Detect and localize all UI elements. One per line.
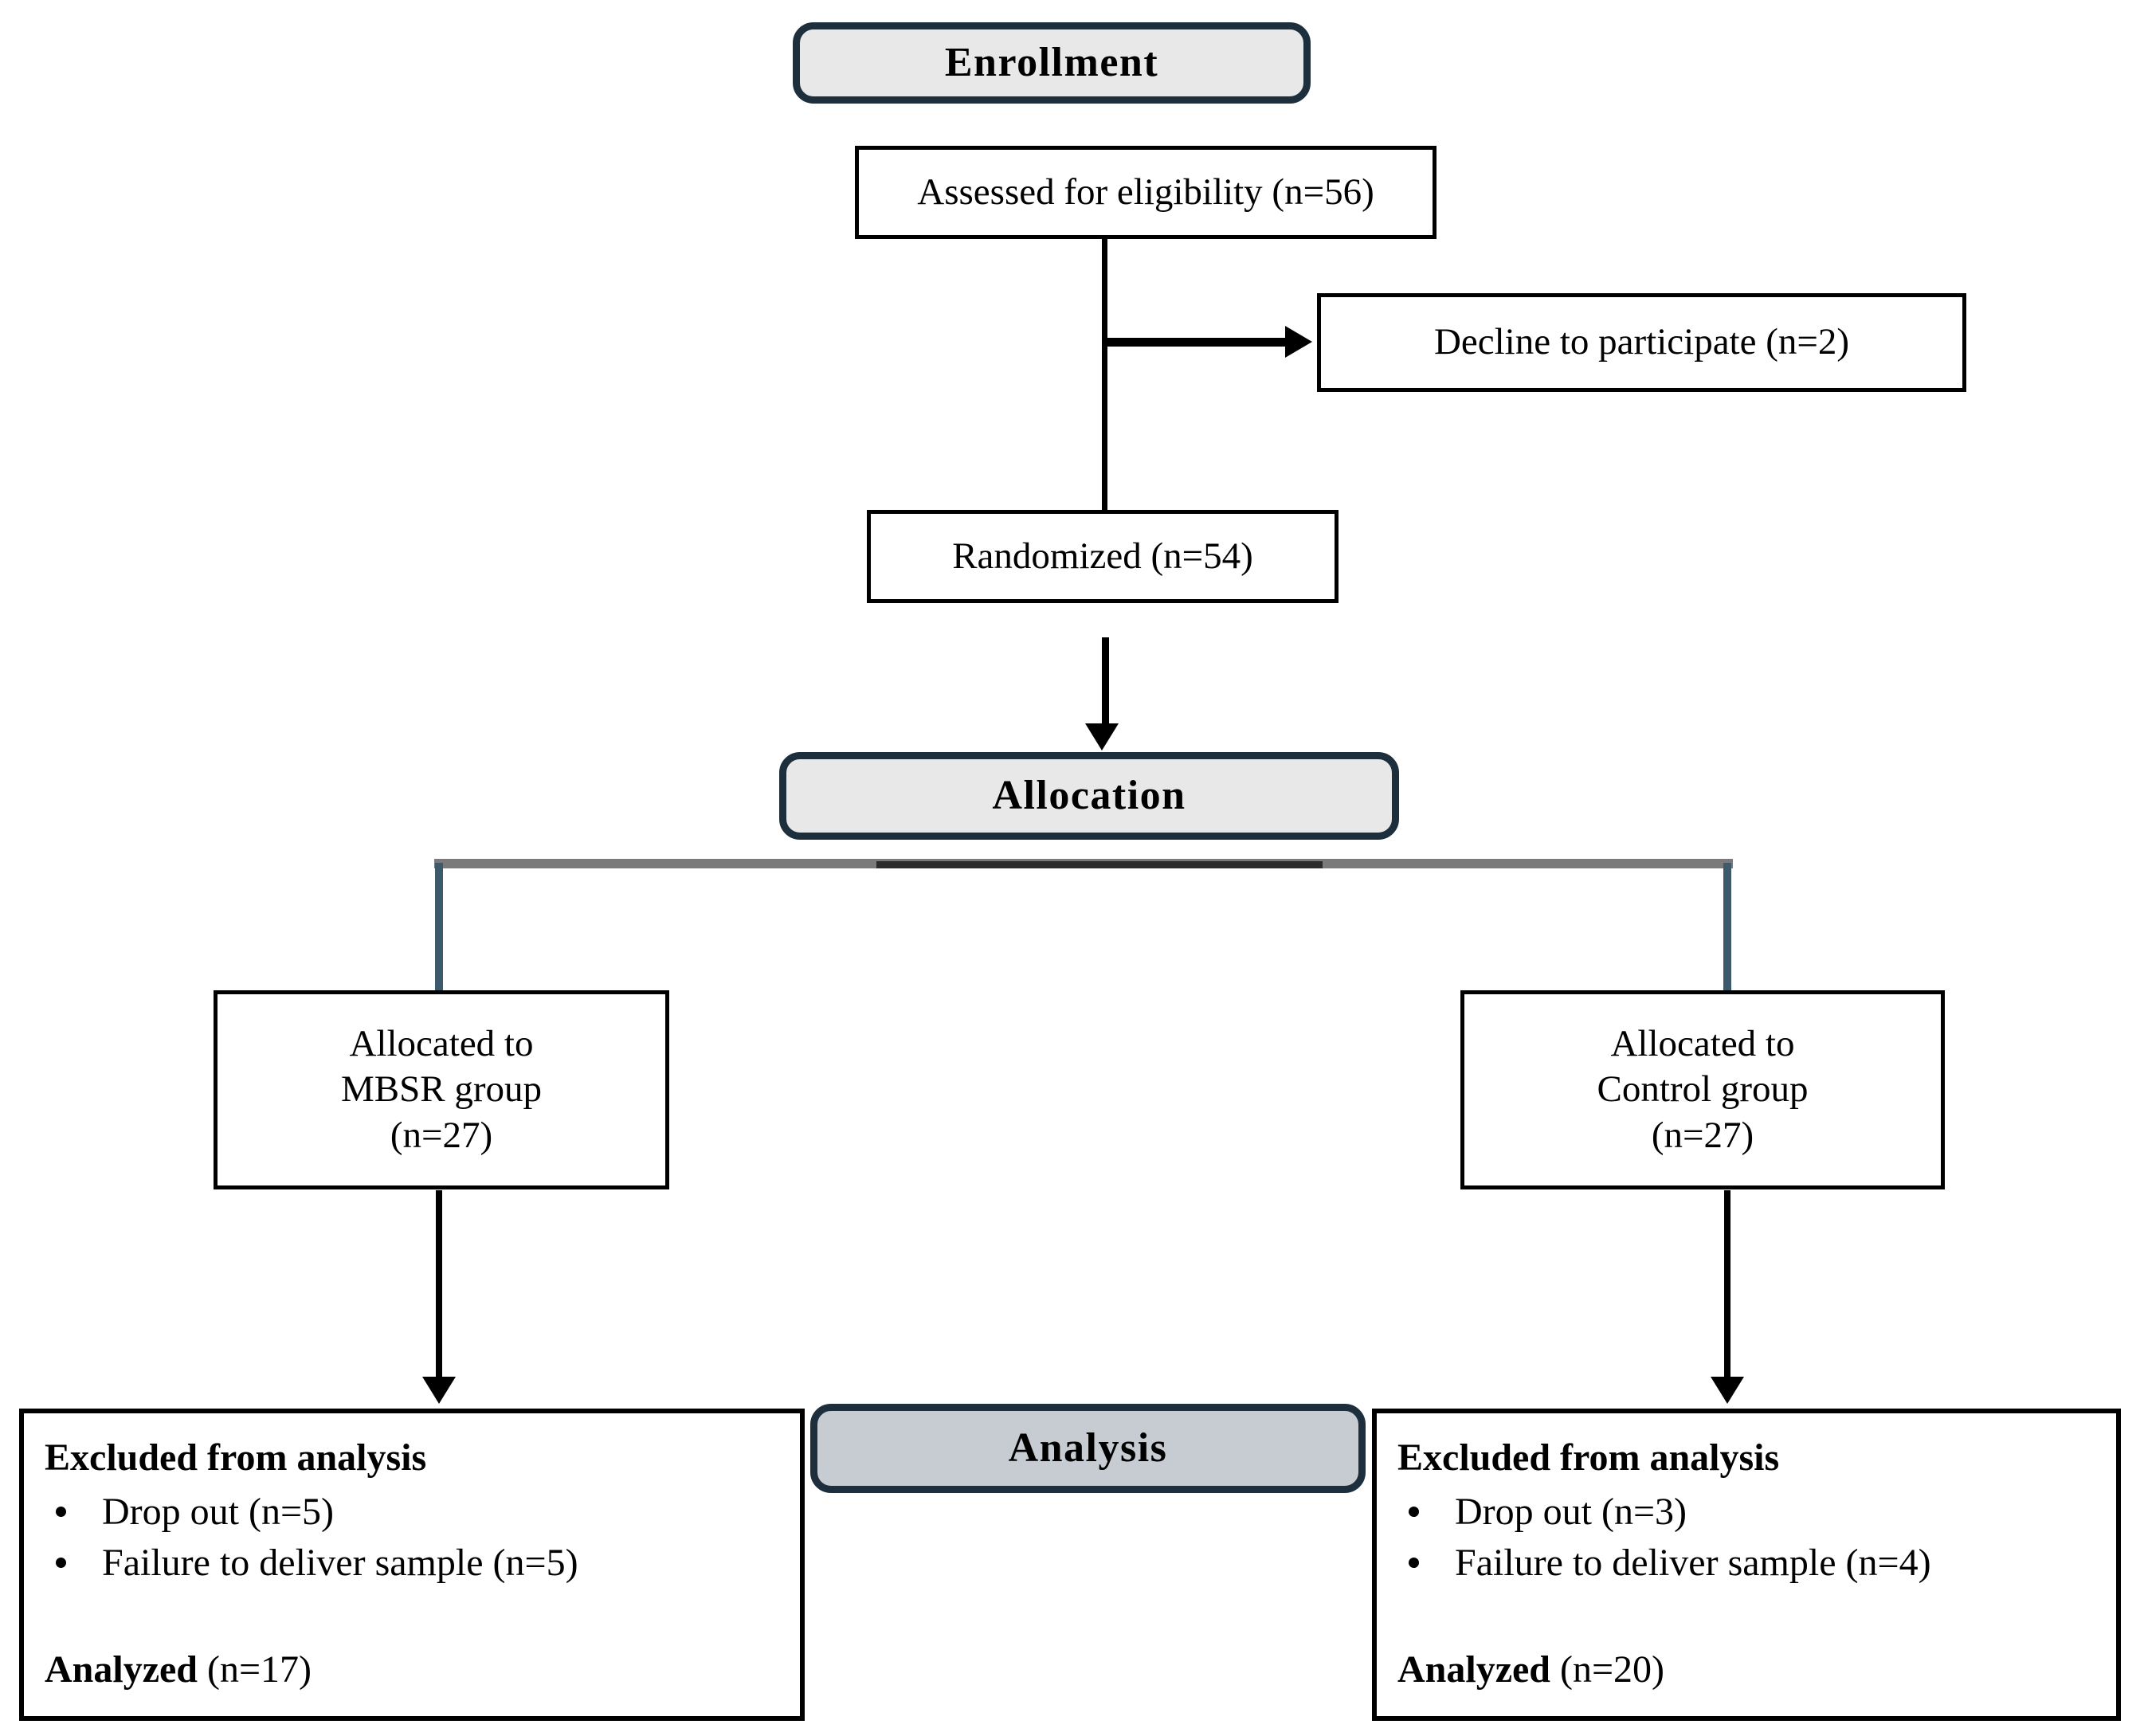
node-decline-to-participate: Decline to participate (n=2) [1317, 293, 1966, 392]
outcome-control-bullet-list: Drop out (n=3) Failure to deliver sample… [1397, 1487, 2102, 1589]
stage-header-analysis: Analysis [810, 1404, 1366, 1493]
node-allocated-mbsr-text: Allocated to MBSR group (n=27) [340, 1023, 543, 1156]
outcome-mbsr-bullet-0: Drop out (n=5) [102, 1491, 335, 1533]
outcome-mbsr-analyzed-label: Analyzed [45, 1648, 198, 1691]
connector-split-to-left-allocation [435, 863, 443, 992]
connector-control-to-analysis [1724, 1190, 1730, 1381]
bullet-dot-icon [56, 1557, 66, 1568]
stage-header-allocation: Allocation [779, 752, 1399, 840]
stage-header-analysis-label: Analysis [1008, 1425, 1168, 1471]
list-item: Failure to deliver sample (n=5) [45, 1538, 786, 1589]
connector-split-to-right-allocation [1723, 863, 1731, 992]
node-allocated-control: Allocated to Control group (n=27) [1460, 990, 1945, 1189]
outcome-mbsr-bullet-list: Drop out (n=5) Failure to deliver sample… [45, 1487, 786, 1589]
outcome-box-control: Excluded from analysis Drop out (n=3) Fa… [1372, 1409, 2121, 1721]
outcome-control-spacer [1397, 1589, 2102, 1646]
stage-header-enrollment: Enrollment [793, 22, 1311, 104]
outcome-control-bullet-0: Drop out (n=3) [1455, 1491, 1687, 1533]
list-item: Failure to deliver sample (n=4) [1397, 1538, 2102, 1589]
node-randomized-text: Randomized (n=54) [952, 535, 1253, 577]
outcome-control-heading: Excluded from analysis [1397, 1436, 1780, 1479]
arrowhead-control-to-analysis [1711, 1377, 1744, 1404]
outcome-mbsr-analyzed-value: (n=17) [198, 1648, 312, 1691]
node-allocated-mbsr: Allocated to MBSR group (n=27) [214, 990, 669, 1189]
arrowhead-to-decline [1285, 326, 1312, 358]
arrowhead-to-allocation [1085, 723, 1119, 750]
outcome-control-analyzed: Analyzed (n=20) [1397, 1646, 2102, 1694]
outcome-mbsr-spacer [45, 1589, 786, 1646]
stage-header-enrollment-label: Enrollment [944, 40, 1159, 85]
connector-assessed-to-decline [1102, 338, 1291, 347]
connector-allocation-split-bar-center [876, 861, 1323, 868]
outcome-control-analyzed-value: (n=20) [1550, 1648, 1665, 1691]
outcome-box-mbsr: Excluded from analysis Drop out (n=5) Fa… [19, 1409, 805, 1721]
bullet-dot-icon [56, 1506, 66, 1517]
node-decline-to-participate-text: Decline to participate (n=2) [1433, 321, 1850, 363]
list-item: Drop out (n=3) [1397, 1487, 2102, 1538]
outcome-mbsr-analyzed: Analyzed (n=17) [45, 1646, 786, 1694]
stage-header-allocation-label: Allocation [992, 773, 1186, 818]
outcome-mbsr-heading: Excluded from analysis [45, 1436, 427, 1479]
connector-randomized-to-allocation [1102, 637, 1109, 727]
node-assessed-for-eligibility: Assessed for eligibility (n=56) [855, 146, 1437, 239]
list-item: Drop out (n=5) [45, 1487, 786, 1538]
outcome-control-analyzed-label: Analyzed [1397, 1648, 1550, 1691]
bullet-dot-icon [1409, 1557, 1419, 1568]
arrowhead-mbsr-to-analysis [422, 1377, 456, 1404]
outcome-mbsr-bullet-1: Failure to deliver sample (n=5) [102, 1541, 578, 1584]
node-assessed-for-eligibility-text: Assessed for eligibility (n=56) [917, 170, 1374, 213]
connector-assessed-to-randomized [1102, 239, 1107, 510]
node-allocated-control-text: Allocated to Control group (n=27) [1597, 1023, 1809, 1156]
connector-mbsr-to-analysis [436, 1190, 442, 1381]
bullet-dot-icon [1409, 1506, 1419, 1517]
node-randomized: Randomized (n=54) [867, 510, 1339, 603]
outcome-control-bullet-1: Failure to deliver sample (n=4) [1455, 1541, 1931, 1584]
